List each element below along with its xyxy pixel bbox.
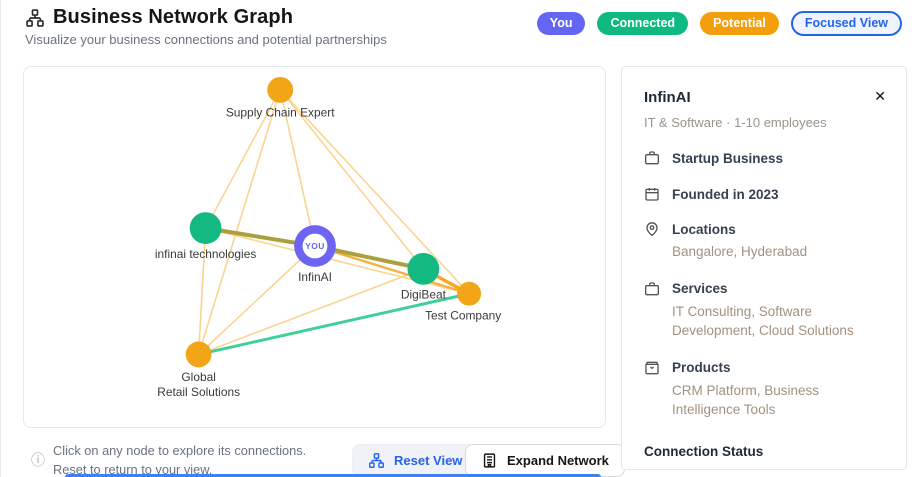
fact-label: Founded in 2023 — [672, 186, 779, 202]
node-label-grs: Global — [181, 370, 215, 384]
reset-view-button[interactable]: Reset View — [352, 444, 479, 477]
section-value: Bangalore, Hyderabad — [672, 244, 808, 259]
info-icon: ⓘ — [31, 452, 45, 469]
bottom-element-edge[interactable] — [65, 474, 601, 477]
svg-text:YOU: YOU — [305, 241, 324, 251]
edge-grs-it — [197, 227, 207, 356]
node-label-grs: Retail Solutions — [157, 385, 240, 399]
section-value: CRM Platform, Business Intelligence Tool… — [672, 382, 820, 417]
fact-founded: Founded in 2023 — [644, 186, 886, 202]
network-graph-icon — [26, 8, 44, 27]
edge-you-tc — [313, 244, 471, 295]
calendar-icon — [645, 188, 659, 201]
panel-title: InfinAI — [644, 89, 691, 106]
section-products: Products CRM Platform, Business Intellig… — [644, 360, 886, 420]
section-services: Services IT Consulting, Software Develop… — [644, 281, 886, 341]
edge-sce-db — [279, 89, 425, 270]
page-subtitle: Visualize your business connections and … — [25, 32, 387, 47]
close-icon[interactable]: ✕ — [874, 88, 886, 104]
expand-network-label: Expand Network — [507, 453, 609, 468]
legend: You Connected Potential Focused View — [536, 11, 902, 36]
edge-grs-tc — [197, 292, 471, 356]
company-detail-panel: InfinAI ✕ IT & Software · 1-10 employees… — [621, 66, 907, 470]
node-label-sce: Supply Chain Expert — [226, 106, 335, 120]
graph-hint: ⓘ Click on any node to explore its conne… — [31, 442, 343, 477]
section-locations: Locations Bangalore, Hyderabad — [644, 221, 886, 262]
connection-status-label: Connection Status — [644, 444, 764, 460]
node-it[interactable] — [189, 212, 222, 245]
node-grs[interactable] — [185, 341, 212, 368]
briefcase-icon — [645, 282, 659, 296]
map-pin-icon — [646, 222, 658, 237]
section-label: Locations — [672, 221, 736, 237]
legend-connected-badge: Connected — [597, 12, 689, 35]
node-you[interactable]: YOU — [294, 225, 336, 267]
edge-sce-grs — [197, 89, 281, 356]
edge-grs-db — [197, 268, 425, 356]
expand-network-button[interactable]: Expand Network — [465, 444, 625, 477]
section-value: IT Consulting, Software Development, Clo… — [672, 303, 854, 338]
reset-view-label: Reset View — [394, 453, 463, 468]
edge-grs-you — [197, 245, 316, 356]
briefcase-icon — [645, 151, 659, 165]
section-label: Services — [672, 281, 728, 297]
node-db[interactable] — [407, 252, 440, 285]
network-graph-svg[interactable]: Supply Chain Expert infinai technologies Y… — [24, 67, 605, 427]
network-graph-icon — [369, 453, 384, 468]
node-label-db: DigiBeat — [401, 288, 447, 302]
edge-sce-it — [204, 89, 281, 229]
edge-sce-you — [279, 89, 316, 247]
node-label-you: InfinAI — [298, 270, 332, 284]
node-label-tc: Test Company — [425, 309, 501, 323]
page-header: Business Network Graph Visualize your bu… — [25, 6, 387, 47]
edge-sce-tc — [279, 89, 470, 295]
fact-business-stage: Startup Business — [644, 150, 886, 166]
building-icon — [483, 453, 496, 468]
network-graph-canvas[interactable]: Supply Chain Expert infinai technologies Y… — [23, 66, 606, 428]
package-icon — [645, 361, 659, 375]
company-meta: IT & Software · 1-10 employees — [644, 115, 827, 130]
page-title: Business Network Graph — [53, 6, 294, 28]
node-tc[interactable] — [457, 281, 482, 306]
legend-potential-badge: Potential — [700, 12, 779, 35]
legend-you-badge: You — [536, 12, 586, 35]
section-label: Products — [672, 360, 731, 376]
node-sce[interactable] — [267, 76, 294, 103]
fact-label: Startup Business — [672, 150, 784, 166]
graph-hint-text: Click on any node to explore its connect… — [53, 443, 307, 477]
node-label-it: infinai technologies — [155, 247, 256, 261]
focused-view-toggle[interactable]: Focused View — [790, 11, 902, 36]
